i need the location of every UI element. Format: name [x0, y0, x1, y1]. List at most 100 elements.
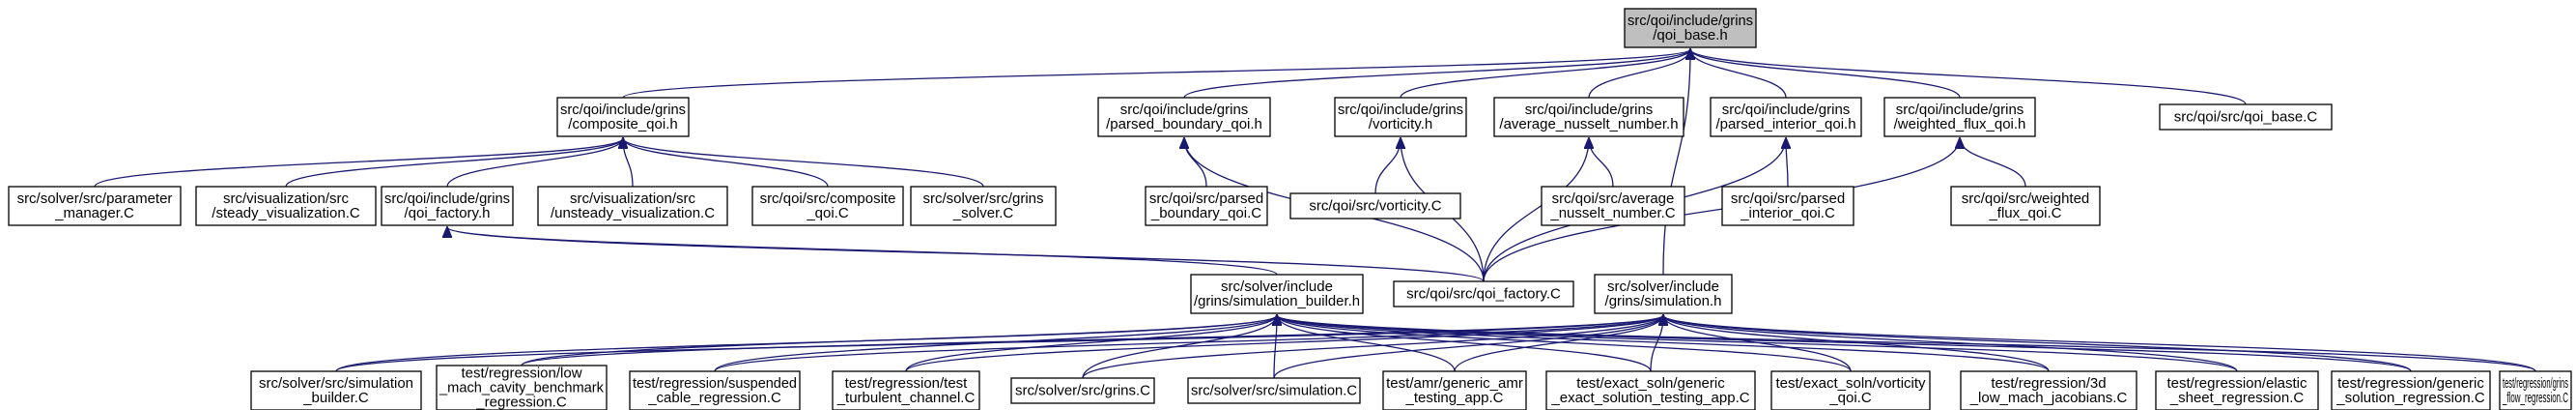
- node-label-line: src/qoi/include/grins: [1896, 102, 2024, 118]
- node-label-line: _nusselt_number.C: [1549, 205, 1675, 221]
- node-label-line: src/visualization/src: [223, 190, 350, 207]
- node-simulation-C[interactable]: src/solver/src/simulation.C: [1187, 377, 1361, 404]
- node-grins-solver-C[interactable]: src/solver/src/grins_solver.C: [910, 186, 1057, 226]
- node-box: [381, 186, 514, 226]
- node-vorticity-qoi-C[interactable]: test/exact_soln/vorticity_qoi.C: [1770, 370, 1931, 410]
- edge-qoi_base_C-to-qoi_base_h: [1690, 49, 2247, 105]
- node-elastic-sheet-C[interactable]: test/regression/elastic_sheet_regression…: [2155, 370, 2319, 410]
- node-label-line: _builder.C: [302, 390, 369, 406]
- node-label-line: _boundary_qoi.C: [1150, 205, 1261, 221]
- node-box: [1960, 370, 2137, 410]
- node-label-line: _qoi.C: [806, 205, 849, 221]
- node-steady-visualization-C[interactable]: src/visualization/src/steady_visualizati…: [195, 186, 377, 226]
- node-box: [1950, 186, 2101, 226]
- node-weighted-flux-qoi-C[interactable]: src/qoi/src/weighted_flux_qoi.C: [1950, 186, 2101, 226]
- node-label-line: _low_mach_jacobians.C: [1969, 390, 2128, 406]
- node-box: [1010, 377, 1155, 404]
- node-label-line: _flux_qoi.C: [1988, 205, 2061, 221]
- node-box: [2331, 370, 2491, 410]
- node-box: [751, 186, 904, 226]
- node-label-line: src/solver/src/simulation.C: [1191, 383, 1357, 399]
- node-label-line: src/qoi/src/vorticity.C: [1309, 198, 1441, 215]
- node-label-line: /parsed_boundary_qoi.h: [1106, 116, 1262, 132]
- node-label-line: /qoi_factory.h: [405, 205, 491, 221]
- node-box: [1097, 97, 1271, 137]
- node-box: [1541, 186, 1685, 226]
- edge-elastic_sheet_C-to-simulation_h: [1663, 315, 2238, 372]
- node-qoi-base-C[interactable]: src/qoi/src/qoi_base.C: [2159, 103, 2333, 131]
- node-label-line: src/visualization/src: [570, 190, 696, 207]
- node-label-line: src/qoi/src/qoi_factory.C: [1406, 286, 1561, 303]
- node-simulation-builder-C[interactable]: src/solver/src/simulation_builder.C: [250, 370, 422, 410]
- edge-average_nusselt_number_h-to-qoi_base_h: [1588, 49, 1690, 99]
- node-box: [1770, 370, 1931, 410]
- node-composite-qoi-C[interactable]: src/qoi/src/composite_qoi.C: [751, 186, 904, 226]
- node-parsed-boundary-qoi-C[interactable]: src/qoi/src/parsed_boundary_qoi.C: [1145, 186, 1268, 226]
- node-label-line: test/amr/generic_amr: [1386, 375, 1523, 392]
- node-qoi-factory-C[interactable]: src/qoi/src/qoi_factory.C: [1393, 280, 1574, 308]
- node-vorticity-h[interactable]: src/qoi/include/grins/vorticity.h: [1334, 97, 1467, 137]
- edge-grins_C-to-simulation_h: [1082, 315, 1663, 379]
- node-label-line: /steady_visualization.C: [212, 205, 360, 221]
- node-label-line: src/solver/src/grins: [922, 190, 1043, 207]
- node-label-line: test/regression/elastic: [2166, 375, 2307, 392]
- node-label-line: src/qoi/src/average: [1552, 190, 1675, 207]
- node-label-line: test/regression/test: [845, 375, 969, 392]
- node-parsed-interior-qoi-h[interactable]: src/qoi/include/grins/parsed_interior_qo…: [1710, 97, 1862, 137]
- edge-steady_visualization_C-to-composite_qoi_h: [285, 138, 623, 188]
- edge-low_mach_jacobians_C-to-simulation_h: [1663, 315, 2050, 372]
- node-box: [8, 186, 182, 226]
- node-generic-amr-C[interactable]: test/amr/generic_amr_testing_app.C: [1382, 370, 1527, 410]
- node-label-line: _exact_solution_testing_app.C: [1550, 390, 1749, 406]
- edge-simulation_builder_h-to-qoi_factory_h: [447, 227, 1278, 276]
- edge-weighted_flux_qoi_C-to-weighted_flux_qoi_h: [1960, 138, 2026, 188]
- node-weighted-flux-qoi-h[interactable]: src/qoi/include/grins/weighted_flux_qoi.…: [1883, 97, 2036, 137]
- node-average-nusselt-number-C[interactable]: src/qoi/src/average_nusselt_number.C: [1541, 186, 1685, 226]
- node-parsed-interior-qoi-C[interactable]: src/qoi/src/parsed_interior_qoi.C: [1721, 186, 1854, 226]
- node-box: [1145, 186, 1268, 226]
- node-test-turbulent-channel-C[interactable]: test/regression/test_turbulent_channel.C: [832, 370, 980, 410]
- node-generic-exact-solution-C[interactable]: test/exact_soln/generic_exact_solution_t…: [1545, 370, 1756, 410]
- edge-parameter_manager_C-to-composite_qoi_h: [94, 138, 623, 188]
- node-low-mach-jacobians-C[interactable]: test/regression/3d_low_mach_jacobians.C: [1960, 370, 2137, 410]
- edge-vorticity_h-to-qoi_base_h: [1400, 49, 1690, 99]
- node-box: [1624, 8, 1757, 48]
- edge-grins_flow_C-to-simulation_h: [1663, 315, 2536, 372]
- nodes-layer: src/qoi/include/grins/qoi_base.hsrc/qoi/…: [8, 8, 2572, 410]
- edge-average_nusselt_number_C-to-average_nusselt_number_h: [1589, 138, 1614, 188]
- edge-composite_qoi_h-to-qoi_base_h: [622, 49, 1690, 99]
- node-generic-solution-C[interactable]: test/regression/generic_solution_regress…: [2331, 370, 2491, 410]
- node-box: [1493, 97, 1684, 137]
- node-label-line: _cable_regression.C: [647, 390, 781, 406]
- node-parameter-manager-C[interactable]: src/solver/src/parameter_manager.C: [8, 186, 182, 226]
- node-box: [1289, 192, 1461, 220]
- edge-composite_qoi_C-to-composite_qoi_h: [623, 138, 829, 188]
- node-box: [1710, 97, 1862, 137]
- edge-simulation_C-to-simulation_h: [1273, 315, 1663, 379]
- edge-qoi_factory_C-to-qoi_factory_h: [447, 227, 1485, 282]
- node-box: [1393, 280, 1574, 308]
- node-box: [1545, 370, 1756, 410]
- node-box: [1334, 97, 1467, 137]
- node-label-line: /qoi_base.h: [1653, 27, 1728, 44]
- node-suspended-cable-C[interactable]: test/regression/suspended_cable_regressi…: [629, 370, 801, 410]
- node-qoi-base-h[interactable]: src/qoi/include/grins/qoi_base.h: [1624, 8, 1757, 48]
- node-label-line: src/qoi/src/weighted: [1962, 190, 2090, 207]
- node-vorticity-C[interactable]: src/qoi/src/vorticity.C: [1289, 192, 1461, 220]
- node-composite-qoi-h[interactable]: src/qoi/include/grins/composite_qoi.h: [556, 97, 690, 137]
- node-box: [832, 370, 980, 410]
- edge-parsed_boundary_qoi_C-to-parsed_boundary_qoi_h: [1184, 138, 1207, 188]
- node-grins-flow-C[interactable]: test/regression/grins_flow_regression.C: [2499, 370, 2572, 410]
- node-unsteady-visualization-C[interactable]: src/visualization/src/unsteady_visualiza…: [537, 186, 728, 226]
- node-low-mach-cavity-C[interactable]: test/regression/low_mach_cavity_benchmar…: [436, 365, 608, 410]
- node-average-nusselt-number-h[interactable]: src/qoi/include/grins/average_nusselt_nu…: [1493, 97, 1684, 137]
- node-box: [195, 186, 377, 226]
- node-simulation-h[interactable]: src/solver/include/grins/simulation.h: [1594, 274, 1733, 314]
- node-simulation-builder-h[interactable]: src/solver/include/grins/simulation_buil…: [1190, 274, 1364, 314]
- edge-vorticity_qoi_C-to-simulation_h: [1663, 315, 1852, 372]
- node-parsed-boundary-qoi-h[interactable]: src/qoi/include/grins/parsed_boundary_qo…: [1097, 97, 1271, 137]
- node-grins-C[interactable]: src/solver/src/grins.C: [1010, 377, 1155, 404]
- node-label-line: /weighted_flux_qoi.h: [1894, 116, 2026, 132]
- node-qoi-factory-h[interactable]: src/qoi/include/grins/qoi_factory.h: [381, 186, 514, 226]
